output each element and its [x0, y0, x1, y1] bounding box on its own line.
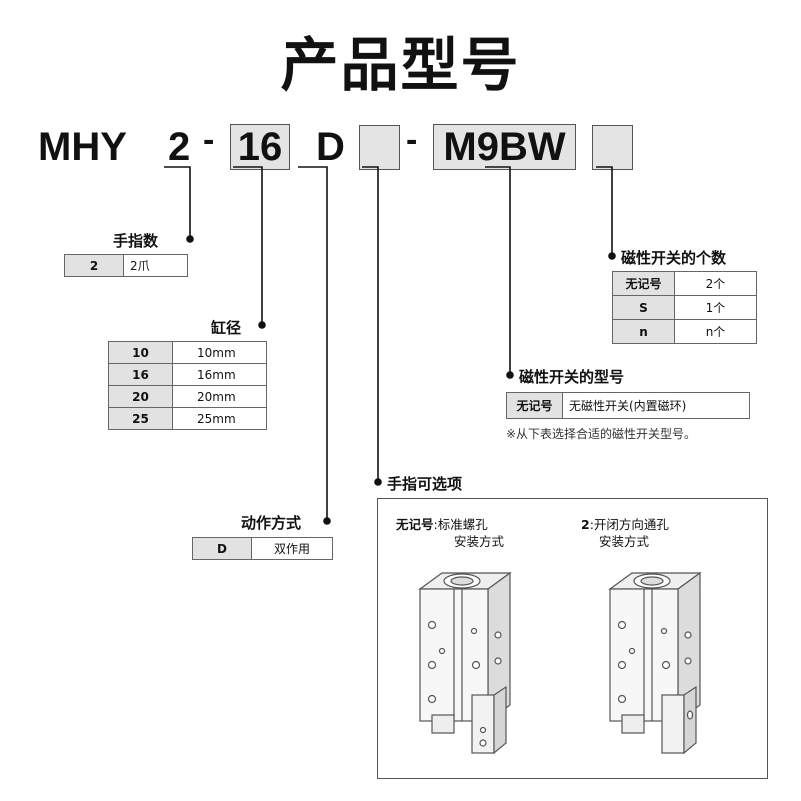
switch-type-value: 无磁性开关(内置磁环) [562, 392, 750, 419]
table-row: D 双作用 [192, 537, 333, 560]
page-title: 产品型号 [280, 31, 521, 99]
finger-options-frame [377, 498, 768, 779]
switch-type-connector [485, 166, 511, 375]
table-row: 2 2爪 [64, 254, 188, 277]
separator-1: - [203, 121, 215, 159]
switch-type-table: 无记号 无磁性开关(内置磁环) [506, 392, 750, 419]
action-table: D 双作用 [192, 537, 333, 560]
switch-type-note: ※从下表选择合适的磁性开关型号。 [506, 427, 697, 441]
bore-value: 25mm [172, 407, 267, 430]
switch-type-key: 无记号 [506, 392, 563, 419]
bore-code-box: 16 [230, 124, 290, 170]
bore-value: 16mm [172, 363, 267, 386]
action-value: 双作用 [251, 537, 333, 560]
action-code: D [316, 125, 345, 169]
action-dot [323, 517, 331, 525]
switch-type-label: 磁性开关的型号 [519, 368, 625, 386]
table-row: 无记号 无磁性开关(内置磁环) [506, 392, 750, 419]
fingers-label: 手指数 [113, 232, 159, 250]
fingers-table: 2 2爪 [64, 254, 188, 277]
bore-key: 10 [108, 341, 173, 364]
option-through-line2: 安装方式 [599, 534, 650, 549]
option-through-sep: : [589, 517, 594, 532]
option-standard-line2: 安装方式 [454, 534, 505, 549]
bore-label: 缸径 [211, 319, 242, 337]
fingers-code: 2 [168, 125, 191, 169]
switch-count-connector [596, 166, 613, 256]
finger-option-connector [362, 166, 379, 482]
option-through-line1: 开闭方向通孔 [593, 517, 669, 532]
bore-value: 20mm [172, 385, 267, 408]
finger-option-box [359, 125, 400, 170]
switch-count-value: 2个 [674, 271, 757, 296]
switch-count-key: 无记号 [612, 271, 675, 296]
switch-count-box [592, 125, 633, 170]
switch-count-value: 1个 [674, 295, 757, 320]
finger-option-dot [374, 478, 382, 486]
switch-type-dot [506, 371, 514, 379]
option-through-text: 2:开闭方向通孔 安装方式 [581, 516, 669, 550]
bore-key: 20 [108, 385, 173, 408]
model-prefix: MHY [38, 125, 127, 169]
option-through-key: 2 [581, 517, 590, 532]
switch-count-value: n个 [674, 319, 757, 344]
finger-options-label: 手指可选项 [387, 475, 463, 493]
bore-connector [233, 166, 263, 325]
switch-code-box: M9BW [433, 124, 576, 170]
bore-key: 16 [108, 363, 173, 386]
switch-count-label: 磁性开关的个数 [621, 249, 727, 267]
separator-2: - [406, 121, 418, 159]
fingers-connector [164, 166, 191, 239]
option-standard-line1: 标准螺孔 [437, 517, 488, 532]
action-connector [298, 166, 328, 521]
switch-count-key: S [612, 295, 675, 320]
fingers-value: 2爪 [123, 254, 188, 277]
option-standard-sep: : [433, 517, 438, 532]
gripper-standard-illustration [418, 571, 512, 755]
gripper-through-hole-illustration [608, 571, 702, 755]
switch-count-dot [608, 252, 616, 260]
option-standard-key: 无记号 [396, 517, 434, 532]
bore-dot [258, 321, 266, 329]
bore-key: 25 [108, 407, 173, 430]
switch-count-key: n [612, 319, 675, 344]
fingers-dot [186, 235, 194, 243]
option-standard-text: 无记号:标准螺孔 安装方式 [396, 516, 504, 550]
action-label: 动作方式 [241, 514, 302, 532]
fingers-key: 2 [64, 254, 124, 277]
bore-value: 10mm [172, 341, 267, 364]
action-key: D [192, 537, 252, 560]
